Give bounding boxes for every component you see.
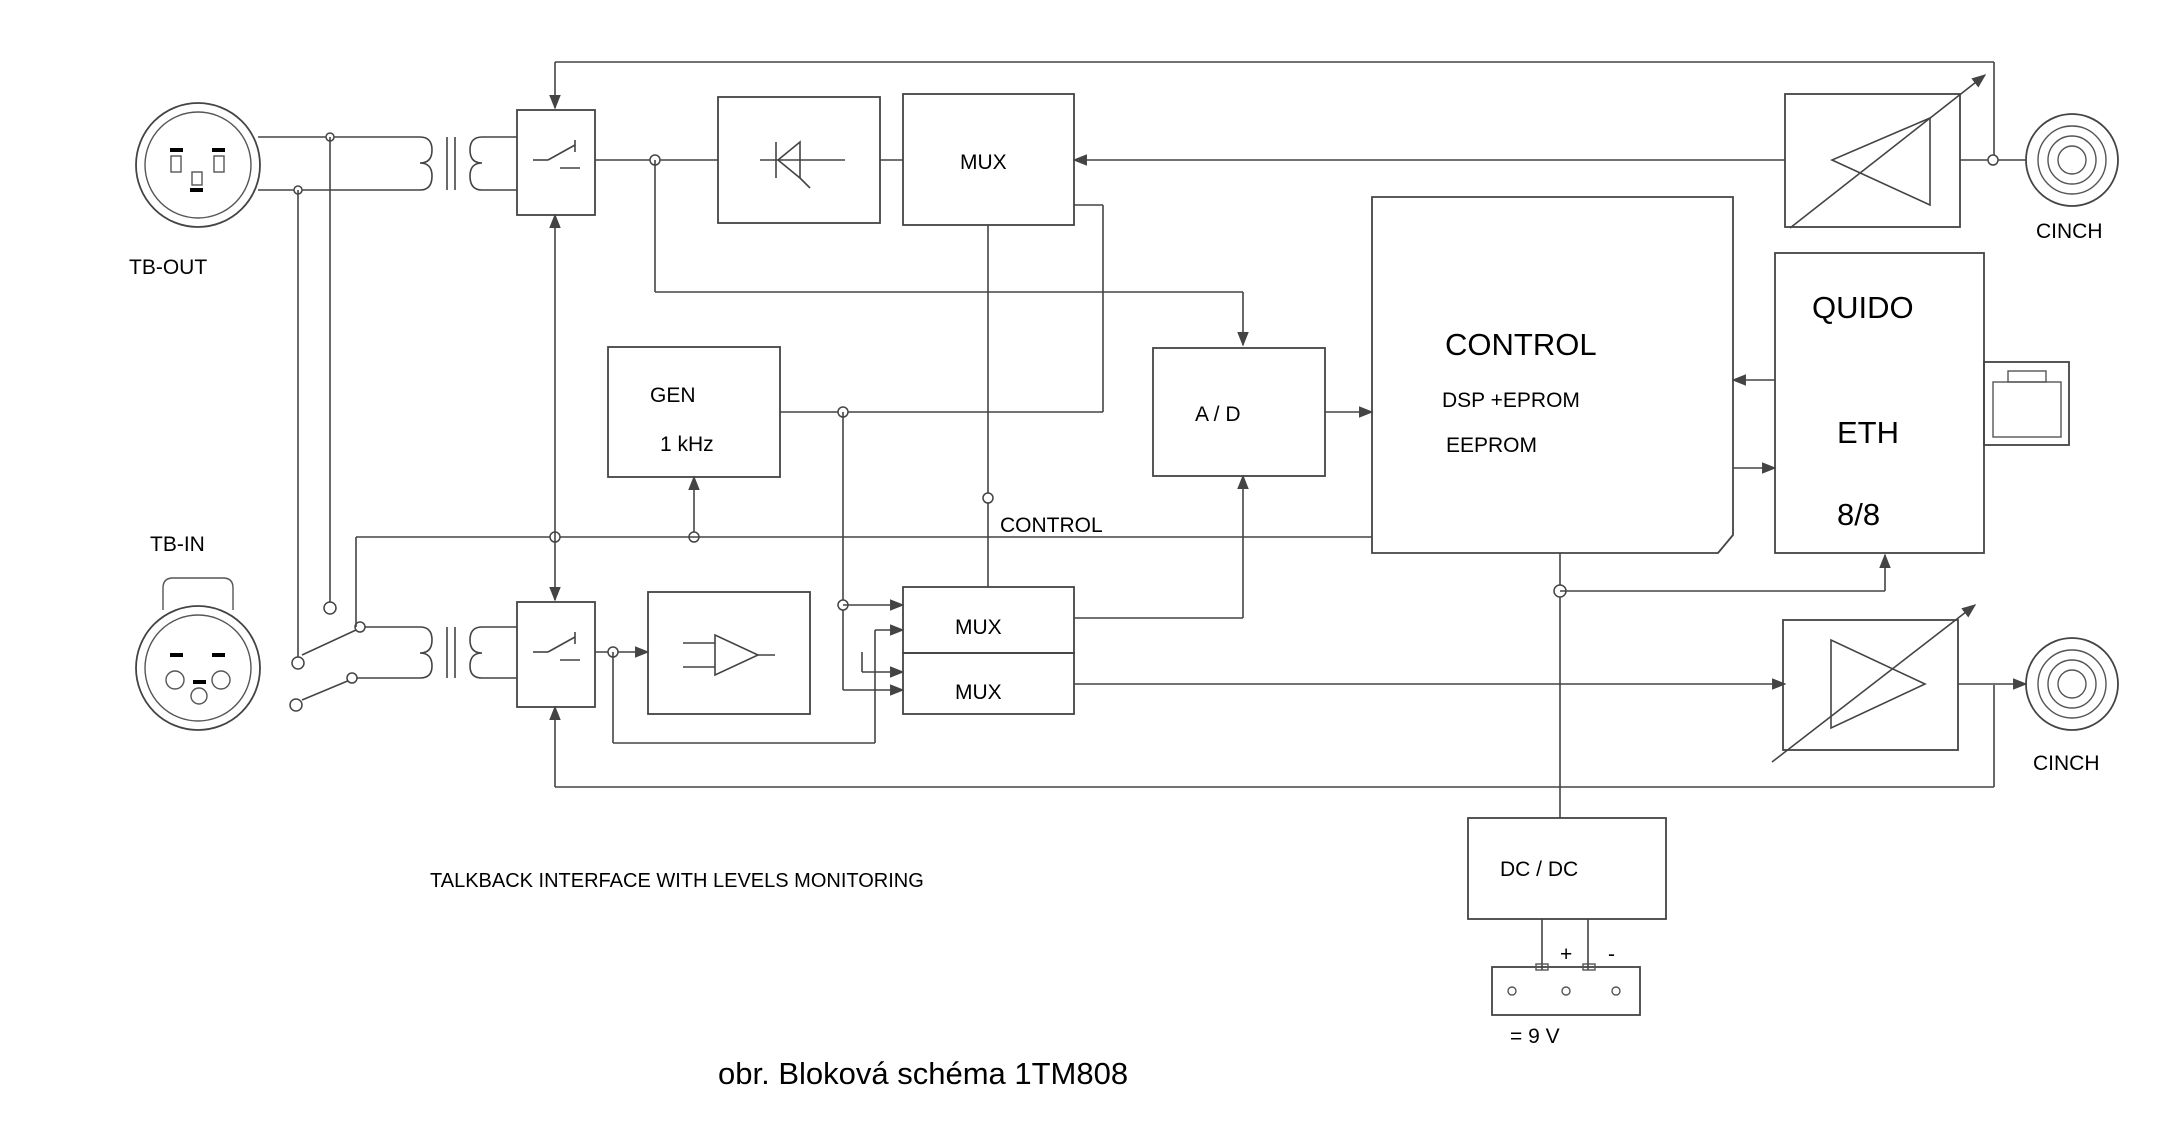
top-loop: [549, 61, 1995, 160]
xlr-in-connector: [135, 577, 261, 731]
left-wiring: [258, 132, 420, 712]
quido-eth-label: ETH: [1837, 415, 1899, 450]
cinch-top-connector: [2025, 113, 2119, 207]
dcdc-block: [1467, 817, 1667, 920]
plus-label: +: [1560, 943, 1572, 966]
control-bus: [356, 531, 1372, 543]
cinch-bottom-label: CINCH: [2033, 752, 2100, 775]
bottom-amp-block: [647, 591, 811, 715]
ad-label: A / D: [1195, 403, 1241, 426]
gen-label: GEN: [650, 384, 696, 407]
quido-title: QUIDO: [1812, 290, 1914, 325]
voltage-label: = 9 V: [1510, 1025, 1560, 1048]
quido-io-label: 8/8: [1837, 497, 1880, 532]
control-eeprom-label: EEPROM: [1446, 434, 1537, 457]
rectifier-block: [717, 96, 881, 224]
mux-mid-label: MUX: [955, 616, 1002, 639]
control-dsp-label: DSP +EPROM: [1442, 389, 1580, 412]
control-title: CONTROL: [1445, 327, 1597, 362]
mux-bot-label: MUX: [955, 681, 1002, 704]
top-signal-path: [595, 154, 1249, 347]
control-bus-label: CONTROL: [1000, 514, 1103, 537]
relay-top: [516, 109, 596, 216]
xlr-out-connector: [135, 102, 261, 228]
transformer-top: [419, 136, 517, 191]
gen-block: [607, 346, 781, 478]
mux-top-label: MUX: [960, 151, 1007, 174]
tb-out-label: TB-OUT: [129, 256, 207, 279]
cinch-top-label: CINCH: [2036, 220, 2103, 243]
output-amp-bottom: [1771, 604, 1977, 763]
diagram-subtitle: TALKBACK INTERFACE WITH LEVELS MONITORIN…: [430, 870, 924, 892]
bottom-loop: [555, 685, 1995, 788]
ethernet-port-icon: [1983, 361, 2070, 446]
power-terminal: [1491, 963, 1641, 1016]
relay-bottom: [516, 601, 596, 708]
control-block: [1371, 196, 1734, 554]
figure-caption: obr. Bloková schéma 1TM808: [718, 1056, 1128, 1091]
transformer-bottom: [419, 626, 517, 679]
minus-label: -: [1608, 943, 1615, 966]
dcdc-label: DC / DC: [1500, 858, 1578, 881]
output-amp-top: [1784, 74, 1987, 229]
cinch-bottom-connector: [2025, 637, 2119, 731]
power-bus: [1553, 553, 1891, 818]
tb-in-label: TB-IN: [150, 533, 205, 556]
gen-frequency-label: 1 kHz: [660, 433, 714, 456]
